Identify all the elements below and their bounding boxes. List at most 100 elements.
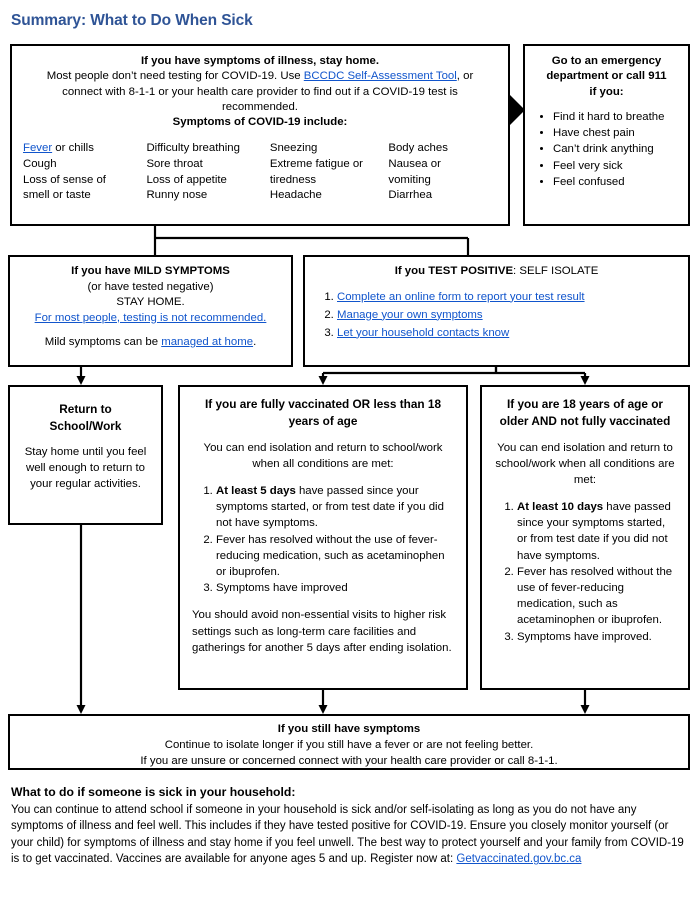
symptom-item: Body aches bbox=[388, 142, 448, 155]
symptom-item: Nausea or bbox=[388, 158, 441, 171]
unvaccinated-conditions-list: At least 10 days have passed since your … bbox=[493, 499, 677, 645]
symptoms-column-1: Fever or chills Cough Loss of sense of s… bbox=[23, 141, 146, 203]
still-line2: Continue to isolate longer if you still … bbox=[164, 738, 534, 751]
vaccinated-subheading: You can end isolation and return to scho… bbox=[203, 442, 443, 470]
symptoms-line2: Most people don’t need testing for COVID… bbox=[23, 69, 497, 84]
positive-heading: If you TEST POSITIVE: SELF ISOLATE bbox=[313, 264, 680, 280]
symptom-item: Headache bbox=[269, 189, 322, 202]
mild-symptoms-box: If you have MILD SYMPTOMS (or have teste… bbox=[8, 255, 293, 367]
symptom-item: Difficulty breathing bbox=[146, 142, 240, 155]
list-item: Symptoms have improved. bbox=[517, 629, 677, 645]
list-item: Fever has resolved without the use of fe… bbox=[216, 532, 454, 581]
symptoms-column-4: Body aches Nausea or vomiting Diarrhea bbox=[388, 141, 497, 203]
condition-text: have passed since your symptoms started,… bbox=[517, 501, 671, 562]
list-item[interactable]: Complete an online form to report your t… bbox=[337, 288, 680, 306]
symptoms-line2-a: Most people don’t need testing for COVID… bbox=[46, 70, 304, 83]
test-positive-steps: Complete an online form to report your t… bbox=[313, 288, 680, 342]
list-item: Can’t drink anything bbox=[553, 141, 681, 157]
symptom-item: Loss of sense of bbox=[23, 173, 106, 186]
emergency-heading-line1: Go to an emergency bbox=[551, 55, 662, 67]
symptom-item: Diarrhea bbox=[388, 189, 433, 202]
symptom-item: Runny nose bbox=[146, 189, 208, 202]
test-positive-box: If you TEST POSITIVE: SELF ISOLATE Compl… bbox=[303, 255, 690, 367]
symptoms-box: If you have symptoms of illness, stay ho… bbox=[10, 44, 510, 226]
unvaccinated-heading: If you are 18 years of age or older AND … bbox=[499, 397, 671, 428]
symptom-item: tiredness bbox=[269, 173, 317, 186]
mild-line2: (or have tested negative) bbox=[87, 280, 214, 293]
vaccinated-heading: If you are fully vaccinated OR less than… bbox=[204, 397, 442, 428]
mild-heading: If you have MILD SYMPTOMS bbox=[71, 265, 230, 277]
footer-heading: What to do if someone is sick in your ho… bbox=[11, 785, 296, 799]
list-item: At least 10 days have passed since your … bbox=[517, 499, 677, 564]
symptom-item: Extreme fatigue or bbox=[269, 158, 363, 171]
mild-line5: Mild symptoms can be managed at home. bbox=[16, 335, 285, 351]
symptom-item: Sneezing bbox=[269, 142, 318, 155]
condition-emphasis: At least 10 days bbox=[517, 501, 604, 513]
return-heading-line2: School/Work bbox=[49, 418, 122, 433]
mild-line5-suffix: . bbox=[253, 336, 257, 348]
fully-vaccinated-box: If you are fully vaccinated OR less than… bbox=[178, 385, 468, 690]
emergency-heading-line2: department or call 911 bbox=[546, 70, 667, 83]
symptoms-line4: recommended. bbox=[222, 100, 298, 113]
mild-link-row: For most people, testing is not recommen… bbox=[16, 311, 285, 327]
symptom-item: smell or taste bbox=[23, 189, 91, 202]
list-item[interactable]: Manage your own symptoms bbox=[337, 306, 680, 324]
still-line3: If you are unsure or concerned connect w… bbox=[140, 754, 558, 767]
emergency-symptom-list: Find it hard to breathe Have chest pain … bbox=[532, 109, 681, 190]
household-footer: What to do if someone is sick in your ho… bbox=[11, 784, 689, 868]
condition-text: Fever has resolved without the use of fe… bbox=[216, 533, 445, 579]
emergency-box: Go to an emergency department or call 91… bbox=[523, 44, 690, 226]
spacer bbox=[16, 326, 285, 335]
not-fully-vaccinated-box: If you are 18 years of age or older AND … bbox=[480, 385, 690, 690]
list-item: Fever has resolved without the use of fe… bbox=[517, 564, 677, 629]
still-heading: If you still have symptoms bbox=[277, 723, 421, 735]
condition-emphasis: At least 5 days bbox=[216, 485, 296, 497]
symptoms-column-2: Difficulty breathing Sore throat Loss of… bbox=[146, 141, 269, 203]
symptom-item: Fever or chills bbox=[23, 141, 146, 157]
positive-heading-rest: : SELF ISOLATE bbox=[513, 265, 599, 277]
symptoms-line5: Symptoms of COVID-19 include: bbox=[172, 116, 348, 129]
symptoms-columns: Fever or chills Cough Loss of sense of s… bbox=[23, 141, 497, 203]
footer-body-text: You can continue to attend school if som… bbox=[11, 804, 684, 866]
list-item: Find it hard to breathe bbox=[553, 109, 681, 125]
return-body: Stay home until you feel well enough to … bbox=[24, 446, 147, 490]
symptoms-line2-b: , or bbox=[456, 70, 474, 83]
condition-text: Symptoms have improved bbox=[216, 582, 348, 595]
list-item[interactable]: Let your household contacts know bbox=[337, 324, 680, 342]
list-item: At least 5 days have passed since your s… bbox=[216, 483, 454, 532]
symptoms-column-3: Sneezing Extreme fatigue or tiredness He… bbox=[270, 141, 389, 203]
list-item: Symptoms have improved bbox=[216, 580, 454, 596]
return-heading-line1: Return to bbox=[59, 402, 112, 416]
unvaccinated-subheading: You can end isolation and return to scho… bbox=[495, 442, 675, 486]
report-test-result-link[interactable]: Complete an online form to report your t… bbox=[337, 290, 585, 303]
fever-link[interactable]: Fever bbox=[23, 142, 53, 155]
manage-symptoms-link[interactable]: Manage your own symptoms bbox=[337, 308, 483, 321]
mild-line3: STAY HOME. bbox=[116, 296, 185, 308]
still-have-symptoms-box: If you still have symptoms Continue to i… bbox=[8, 714, 690, 770]
vaccinated-note: You should avoid non-essential visits to… bbox=[192, 609, 452, 654]
household-contacts-link[interactable]: Let your household contacts know bbox=[337, 326, 510, 339]
symptom-item-suffix: or chills bbox=[52, 142, 94, 155]
symptom-item: vomiting bbox=[388, 173, 431, 186]
condition-text: have passed since your symptoms started,… bbox=[216, 485, 444, 530]
return-to-school-work-box: Return to School/Work Stay home until yo… bbox=[8, 385, 163, 525]
managed-at-home-link[interactable]: managed at home bbox=[161, 336, 254, 348]
testing-not-recommended-link[interactable]: For most people, testing is not recommen… bbox=[34, 311, 267, 324]
bccdc-self-assessment-link[interactable]: BCCDC Self-Assessment Tool bbox=[303, 70, 457, 83]
symptoms-line3: connect with 8-1-1 or your health care p… bbox=[62, 85, 458, 98]
list-item: Feel very sick bbox=[553, 158, 681, 174]
condition-text: Fever has resolved without the use of fe… bbox=[517, 565, 673, 627]
mild-line5-prefix: Mild symptoms can be bbox=[44, 336, 162, 348]
vaccinated-conditions-list: At least 5 days have passed since your s… bbox=[192, 483, 454, 596]
positive-heading-bold: If you TEST POSITIVE bbox=[394, 265, 514, 277]
page-title: Summary: What to Do When Sick bbox=[11, 12, 253, 29]
emergency-heading-line3: if you: bbox=[589, 85, 624, 98]
symptom-item: Loss of appetite bbox=[146, 173, 227, 186]
symptom-item: Cough bbox=[23, 158, 57, 171]
symptom-item: Sore throat bbox=[146, 158, 203, 171]
getvaccinated-link[interactable]: Getvaccinated.gov.bc.ca bbox=[456, 853, 582, 866]
footer-body: You can continue to attend school if som… bbox=[11, 802, 689, 868]
list-item: Have chest pain bbox=[553, 125, 681, 141]
symptoms-heading: If you have symptoms of illness, stay ho… bbox=[140, 55, 379, 67]
